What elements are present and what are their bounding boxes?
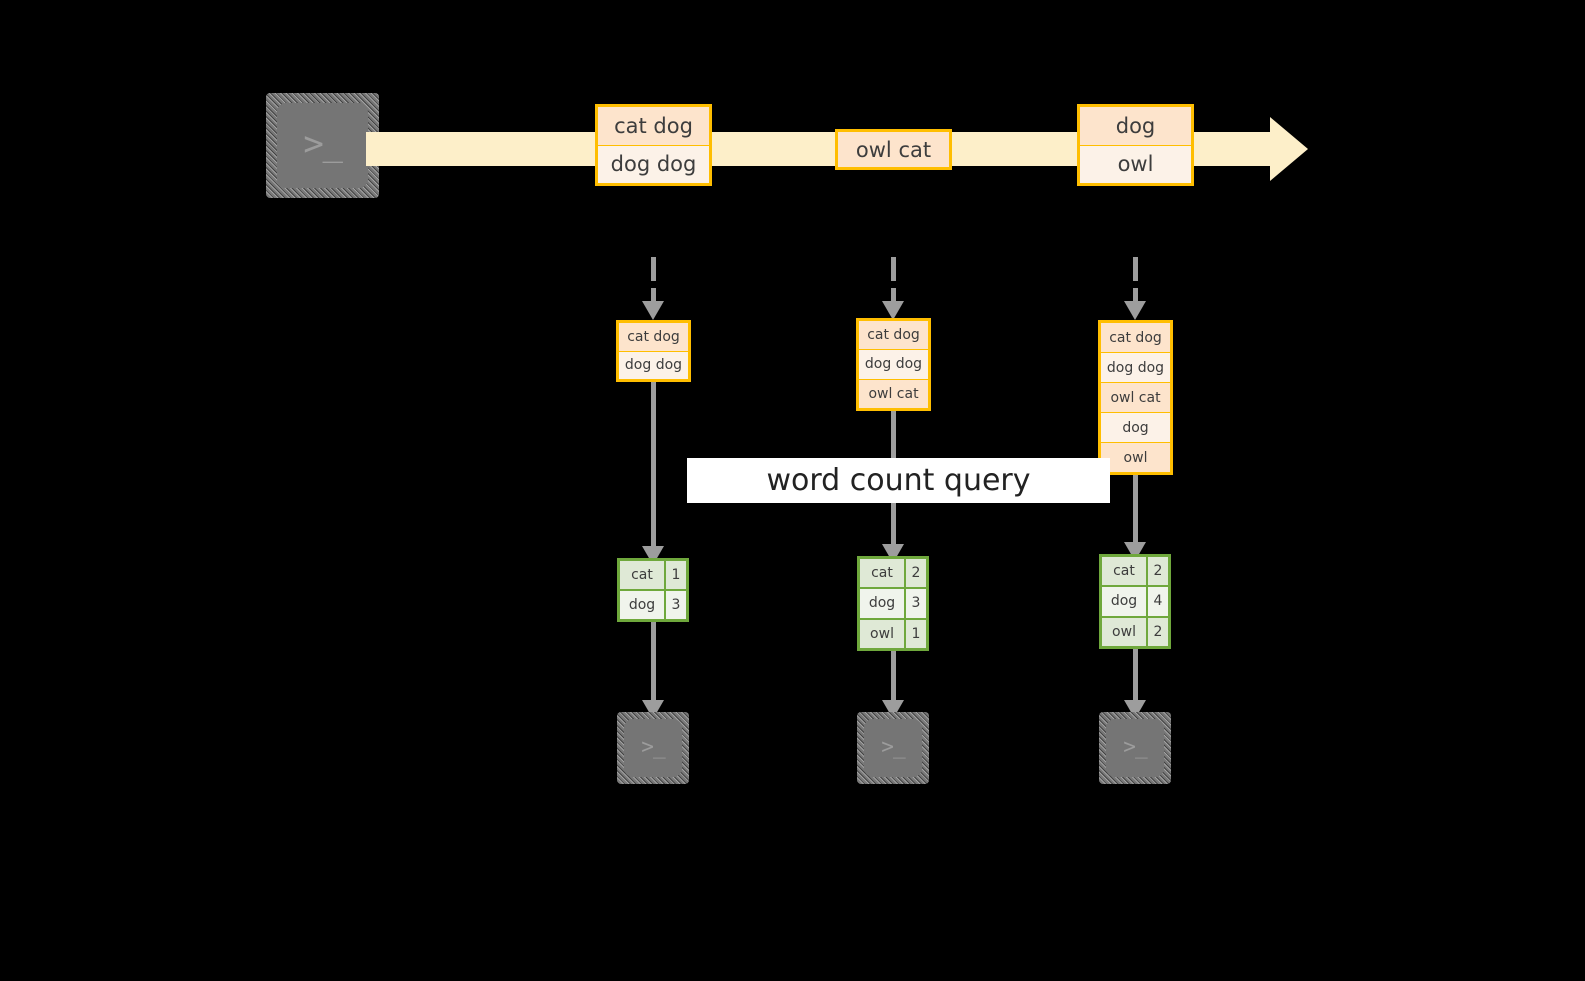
producer-terminal-prompt-glyph: >_ bbox=[303, 123, 343, 164]
query-flow-line bbox=[651, 382, 656, 550]
query-label: word count query bbox=[766, 463, 1031, 498]
table-row: dog 4 bbox=[1102, 587, 1168, 618]
snapshot-inflow-dash bbox=[651, 257, 656, 281]
consumer-terminal-screen: >_ bbox=[864, 719, 922, 777]
snapshot-line: owl bbox=[1101, 443, 1170, 472]
consumer-terminal-icon: >_ bbox=[617, 712, 689, 784]
table-row: cat 2 bbox=[1102, 557, 1168, 588]
word-count-result-table[interactable]: cat 2 dog 3 owl 1 bbox=[857, 556, 929, 651]
table-row: owl 2 bbox=[1102, 617, 1168, 646]
result-count-cell: 2 bbox=[1148, 617, 1168, 646]
consumer-terminal-prompt-glyph: >_ bbox=[1123, 734, 1147, 759]
word-count-result-table[interactable]: cat 2 dog 4 owl 2 bbox=[1099, 554, 1171, 649]
result-output-line bbox=[651, 622, 656, 704]
stream-event-line: owl bbox=[1080, 145, 1191, 183]
producer-terminal-icon: >_ bbox=[266, 93, 379, 198]
event-stream-arrowhead bbox=[1270, 117, 1308, 181]
result-word-cell: dog bbox=[860, 589, 906, 618]
stream-snapshot-box[interactable]: cat dog dog dog bbox=[616, 320, 691, 382]
snapshot-line: cat dog bbox=[859, 321, 928, 351]
consumer-terminal-prompt-glyph: >_ bbox=[881, 734, 905, 759]
snapshot-inflow-dash bbox=[891, 257, 896, 281]
snapshot-line: cat dog bbox=[619, 323, 688, 352]
result-word-cell: cat bbox=[620, 561, 666, 589]
table-row: cat 1 bbox=[620, 561, 686, 591]
snapshot-inflow-dash bbox=[1133, 257, 1138, 281]
snapshot-inflow-line bbox=[1133, 288, 1138, 306]
result-count-cell: 3 bbox=[666, 591, 686, 619]
table-row: dog 3 bbox=[860, 589, 926, 620]
snapshot-inflow-arrowhead bbox=[642, 301, 664, 320]
query-flow-line bbox=[1133, 475, 1138, 547]
stream-event-line: dog bbox=[1080, 107, 1191, 146]
result-output-line bbox=[1133, 649, 1138, 704]
consumer-terminal-prompt-glyph: >_ bbox=[641, 734, 665, 759]
result-count-cell: 3 bbox=[906, 589, 926, 618]
result-count-cell: 1 bbox=[906, 619, 926, 648]
snapshot-inflow-arrowhead bbox=[1124, 301, 1146, 320]
table-row: owl 1 bbox=[860, 619, 926, 648]
snapshot-line: owl cat bbox=[1101, 383, 1170, 413]
stream-event-line: cat dog bbox=[598, 107, 709, 146]
result-word-cell: owl bbox=[860, 619, 906, 648]
snapshot-line: dog dog bbox=[619, 351, 688, 379]
snapshot-line: cat dog bbox=[1101, 323, 1170, 353]
stream-snapshot-box[interactable]: cat dog dog dog owl cat dog owl bbox=[1098, 320, 1173, 475]
consumer-terminal-screen: >_ bbox=[1106, 719, 1164, 777]
snapshot-line: dog bbox=[1101, 413, 1170, 443]
result-word-cell: cat bbox=[1102, 557, 1148, 586]
consumer-terminal-screen: >_ bbox=[624, 719, 682, 777]
snapshot-line: dog dog bbox=[859, 350, 928, 380]
snapshot-inflow-line bbox=[651, 288, 656, 306]
producer-terminal-screen: >_ bbox=[277, 103, 368, 188]
result-count-cell: 2 bbox=[1148, 557, 1168, 586]
snapshot-inflow-arrowhead bbox=[882, 301, 904, 320]
snapshot-line: dog dog bbox=[1101, 353, 1170, 383]
result-word-cell: owl bbox=[1102, 617, 1148, 646]
consumer-terminal-icon: >_ bbox=[1099, 712, 1171, 784]
stream-event-line: dog dog bbox=[598, 145, 709, 183]
word-count-result-table[interactable]: cat 1 dog 3 bbox=[617, 558, 689, 622]
stream-event-box[interactable]: cat dog dog dog bbox=[595, 104, 712, 186]
table-row: dog 3 bbox=[620, 591, 686, 619]
result-count-cell: 4 bbox=[1148, 587, 1168, 616]
result-word-cell: dog bbox=[1102, 587, 1148, 616]
stream-event-box[interactable]: owl cat bbox=[835, 129, 952, 170]
snapshot-line: owl cat bbox=[859, 379, 928, 408]
result-output-line bbox=[891, 651, 896, 704]
result-word-cell: cat bbox=[860, 559, 906, 588]
table-row: cat 2 bbox=[860, 559, 926, 590]
stream-event-line: owl cat bbox=[838, 132, 949, 167]
snapshot-inflow-line bbox=[891, 288, 896, 306]
query-label-band: word count query bbox=[687, 458, 1110, 503]
result-word-cell: dog bbox=[620, 591, 666, 619]
result-count-cell: 2 bbox=[906, 559, 926, 588]
stream-snapshot-box[interactable]: cat dog dog dog owl cat bbox=[856, 318, 931, 411]
consumer-terminal-icon: >_ bbox=[857, 712, 929, 784]
result-count-cell: 1 bbox=[666, 561, 686, 589]
stream-event-box[interactable]: dog owl bbox=[1077, 104, 1194, 186]
